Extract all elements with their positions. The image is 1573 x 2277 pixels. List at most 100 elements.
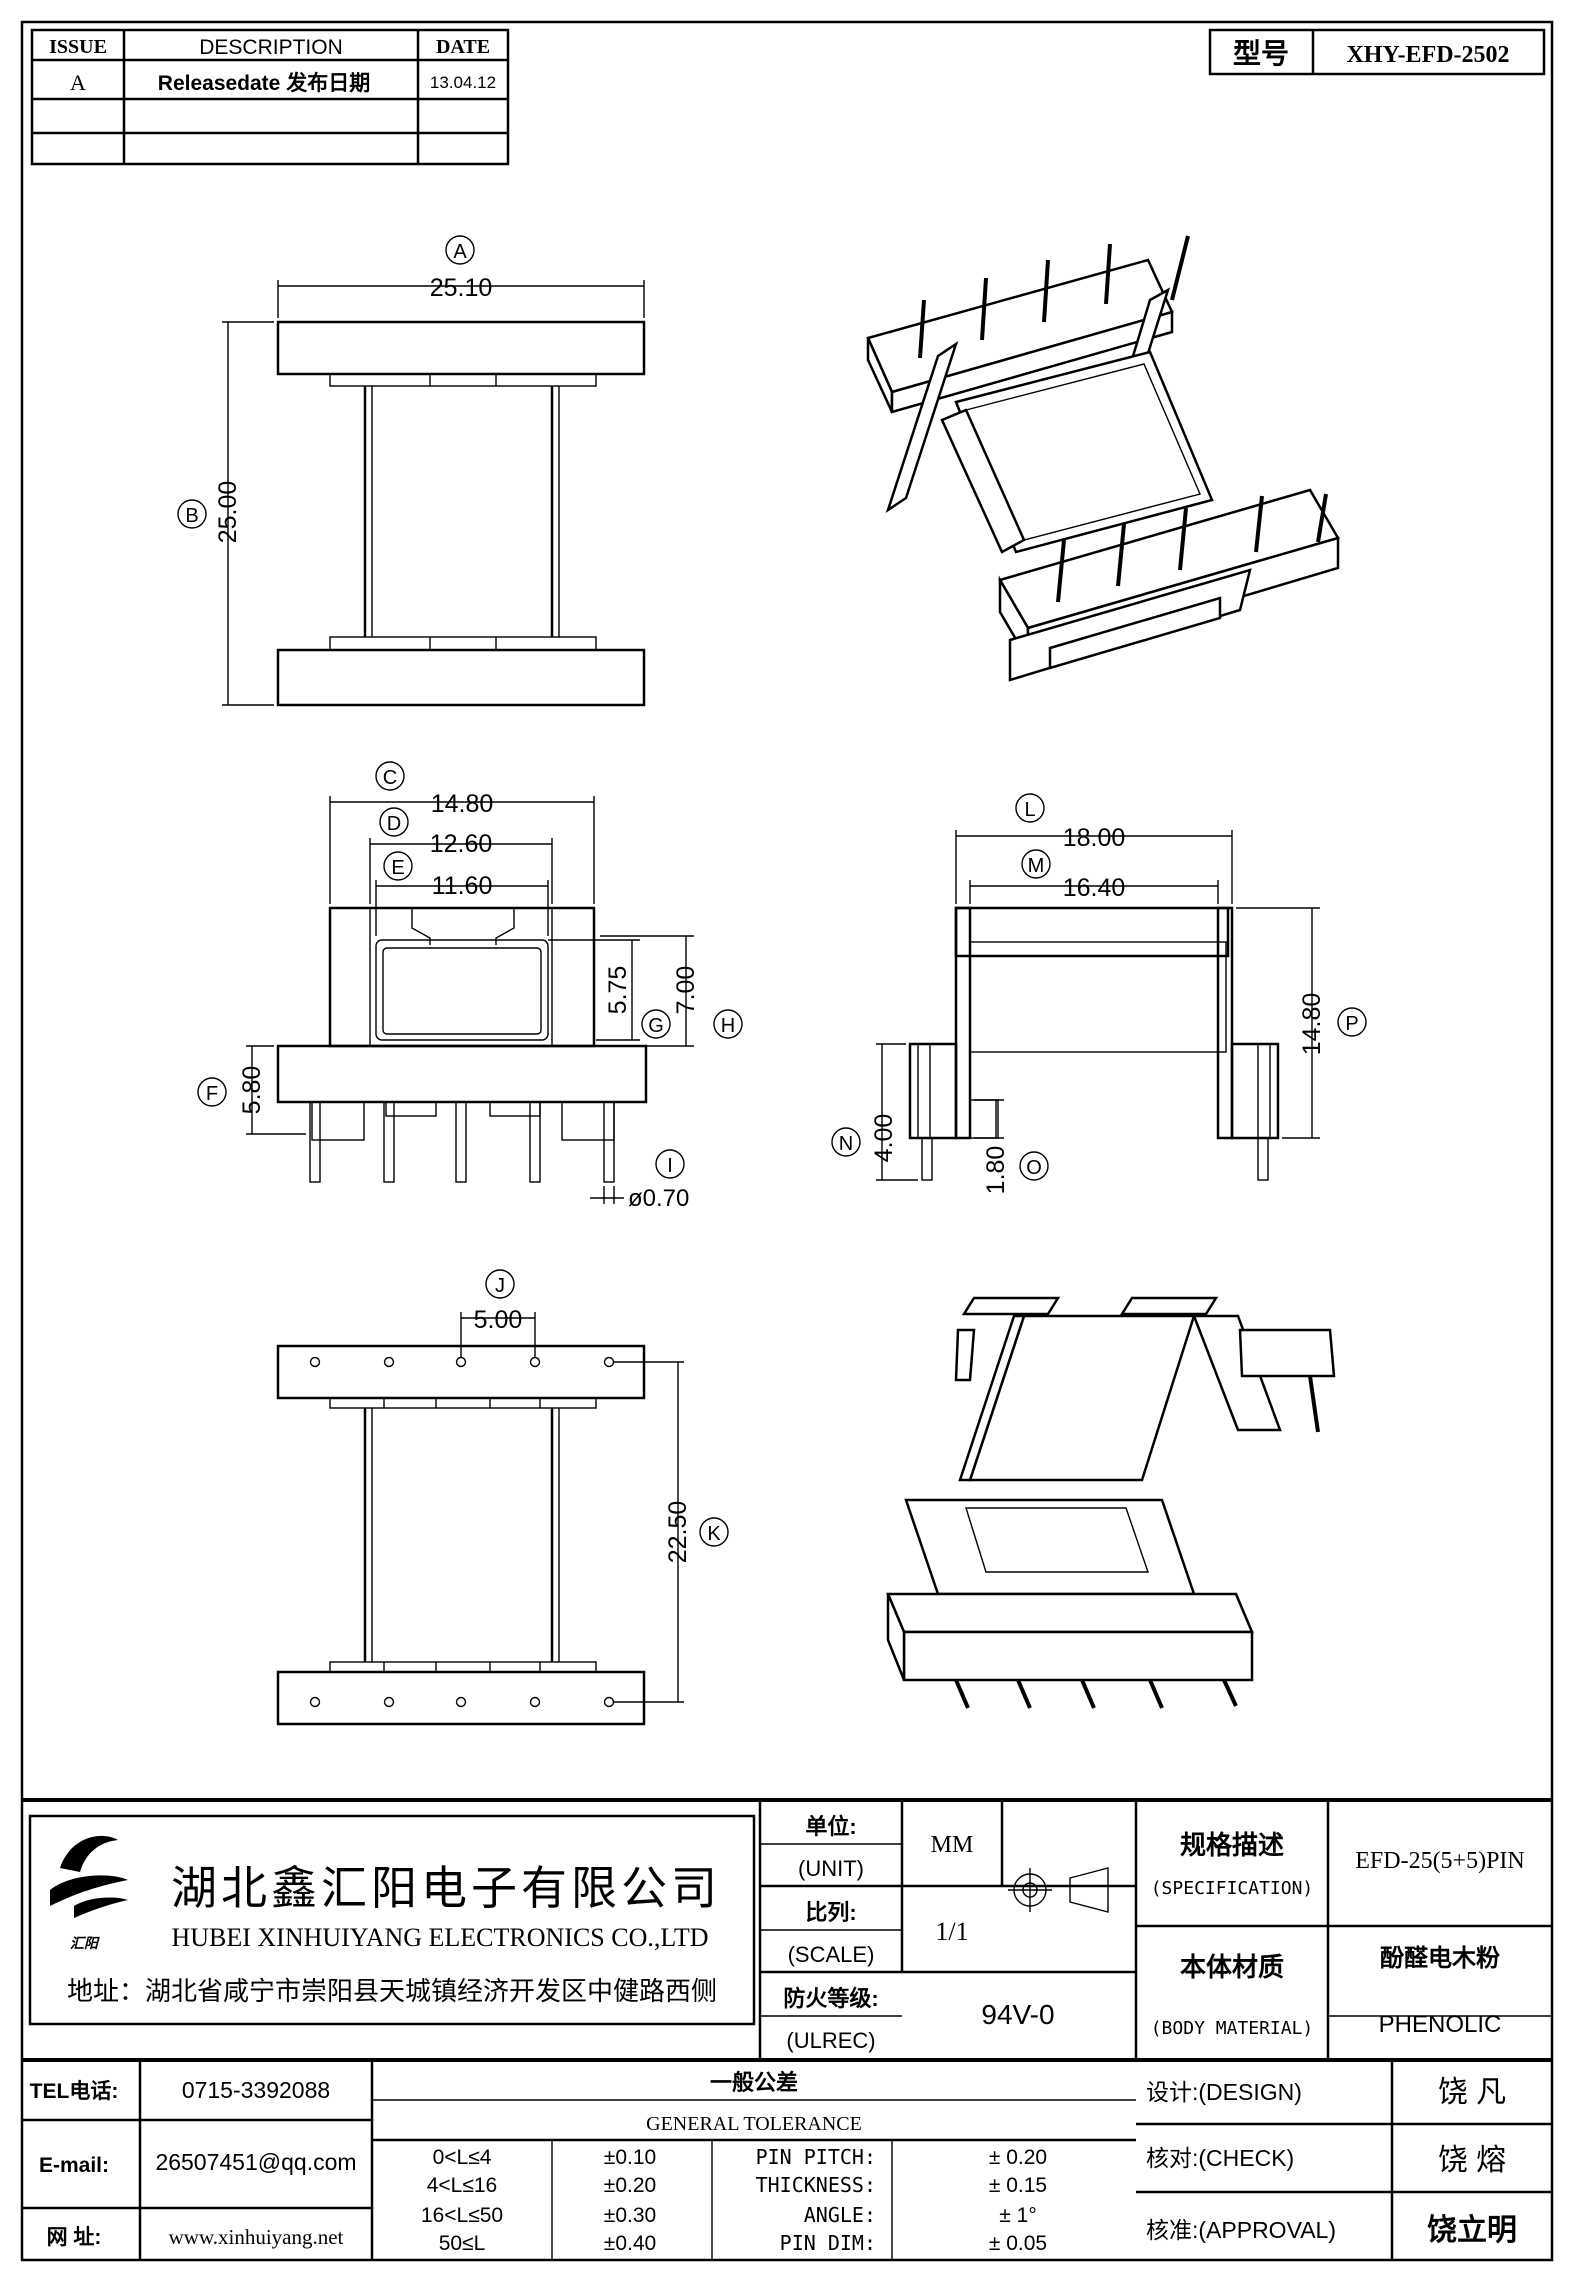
revision-table: ISSUE DESCRIPTION DATE A Releasedate 发布日… [30,28,510,166]
dim-b-value: 25.00 [214,481,242,544]
unit-value: MM [931,1832,974,1858]
tel-label: TEL电话: [30,2080,119,2103]
dim-i-letter: I [667,1155,673,1177]
sheet-border [20,20,1554,2262]
dim-e-value: 11.60 [432,872,493,900]
check-label: 核对:(CHECK) [1146,2145,1294,2171]
spec-label-cn: 规格描述 [1180,1830,1284,1860]
model-label: 型号 [1233,38,1289,69]
dim-l-value: 18.00 [1063,824,1126,852]
bottom-view: 5.00 J 22.50 K [276,1269,729,1726]
tol-range-2: 4<L≤16 [427,2174,498,2197]
dim-a-letter: A [453,241,467,263]
tol-value-1: ±0.10 [604,2146,656,2169]
dim-g-value: 5.75 [604,966,632,1015]
dim-e-letter: E [391,857,404,879]
scale-value: 1/1 [935,1917,968,1946]
dim-h-letter: H [721,1015,735,1037]
dim-j-letter: J [495,1275,505,1297]
spec-value: EFD-25(5+5)PIN [1355,1848,1525,1874]
fire-label-en: (ULREC) [786,2028,875,2053]
tel-value: 0715-3392088 [182,2077,330,2103]
description-cell: Releasedate 发布日期 [158,71,370,95]
fire-value: 94V-0 [981,1999,1054,2030]
tol-item-value-4: ± 0.05 [989,2232,1047,2255]
design-label: 设计:(DESIGN) [1146,2079,1302,2105]
scale-label-en: (SCALE) [788,1942,875,1967]
tol-range-3: 16<L≤50 [421,2204,503,2227]
company-address: 地址：湖北省咸宁市崇阳县天城镇经济开发区中健路西侧 [67,1976,717,2006]
projection-symbol-icon [1008,1867,1109,1913]
spec-label-en: (SPECIFICATION) [1151,1878,1314,1899]
approval-label: 核准:(APPROVAL) [1146,2217,1336,2243]
issue-header: ISSUE [49,36,107,58]
check-name: 饶 熔 [1438,2144,1506,2177]
dim-m-value: 16.40 [1063,874,1126,902]
date-cell: 13.04.12 [430,73,496,92]
model-box: 型号 XHY-EFD-2502 [1208,28,1546,76]
issue-cell: A [70,70,86,95]
dim-k-value: 22.50 [664,1501,692,1564]
tol-value-2: ±0.20 [604,2174,656,2197]
company-name-en: HUBEI XINHUIYANG ELECTRONICS CO.,LTD [171,1923,708,1952]
dim-c-value: 14.80 [431,790,494,818]
company-logo [50,1835,128,1918]
top-view: 25.10 A 25.00 B [177,235,646,707]
dim-p-value: 14.80 [1298,993,1326,1056]
material-label-cn: 本体材质 [1180,1952,1284,1982]
material-label-en: (BODY MATERIAL) [1151,2018,1314,2039]
tol-item-value-3: ± 1° [999,2204,1036,2227]
company-name-cn: 湖北鑫汇阳电子有限公司 [171,1863,721,1914]
design-name: 饶 凡 [1438,2076,1506,2109]
dim-b-letter: B [185,505,198,527]
tol-item-angle: ANGLE: [804,2203,876,2227]
dim-n-value: 4.00 [870,1114,898,1163]
tolerance-title-cn: 一般公差 [710,2070,798,2095]
dim-a-value: 25.10 [430,274,493,302]
dim-k-letter: K [707,1523,721,1545]
email-value: 26507451@qq.com [155,2149,356,2175]
logo-text: 汇阳 [70,1935,100,1951]
unit-label-cn: 单位: [805,1814,856,1839]
isometric-view-bottom [886,1296,1336,1709]
dim-l-letter: L [1024,799,1035,821]
dim-o-letter: O [1026,1157,1042,1179]
unit-label-en: (UNIT) [798,1856,864,1881]
tol-item-pin-pitch: PIN PITCH: [756,2145,876,2169]
dim-n-letter: N [839,1133,853,1155]
tol-value-3: ±0.30 [604,2204,656,2227]
tol-item-value-1: ± 0.20 [989,2146,1047,2169]
date-header: DATE [436,36,490,58]
approval-name: 饶立明 [1427,2213,1517,2247]
fire-label-cn: 防火等级: [783,1986,878,2011]
web-value: www.xinhuiyang.net [169,2225,344,2249]
side-view: 18.00 L 16.40 M 14.80 P 4.00 N 1.80 O [831,793,1367,1195]
dim-f-value: 5.80 [238,1066,266,1115]
tol-value-4: ±0.40 [604,2232,656,2255]
title-block: 汇阳 湖北鑫汇阳电子有限公司 HUBEI XINHUIYANG ELECTRON… [22,1798,1552,2260]
dim-p-letter: P [1345,1013,1358,1035]
tol-item-thickness: THICKNESS: [756,2173,876,2197]
email-label: E-mail: [39,2154,109,2177]
tolerance-title-en: GENERAL TOLERANCE [646,2113,862,2135]
dim-h-value: 7.00 [672,966,700,1015]
material-value-en: PHENOLIC [1379,2011,1502,2038]
dim-g-letter: G [648,1015,664,1037]
tol-item-pin-dim: PIN DIM: [780,2231,876,2255]
tol-range-1: 0<L≤4 [433,2146,492,2169]
pin-holes [309,1356,615,1708]
tol-item-value-2: ± 0.15 [989,2174,1047,2197]
dim-i-value: ø0.70 [628,1185,689,1212]
isometric-view-top [866,235,1340,682]
dim-f-letter: F [206,1083,218,1105]
material-value-cn: 酚醛电木粉 [1380,1945,1500,1972]
dim-o-value: 1.80 [982,1146,1010,1195]
dim-d-letter: D [387,813,401,835]
scale-label-cn: 比列: [805,1900,856,1925]
web-label: 网 址: [47,2226,102,2249]
model-value: XHY-EFD-2502 [1346,42,1509,68]
tol-range-4: 50≤L [439,2232,486,2255]
description-header: DESCRIPTION [199,36,343,59]
dim-c-letter: C [383,767,397,789]
